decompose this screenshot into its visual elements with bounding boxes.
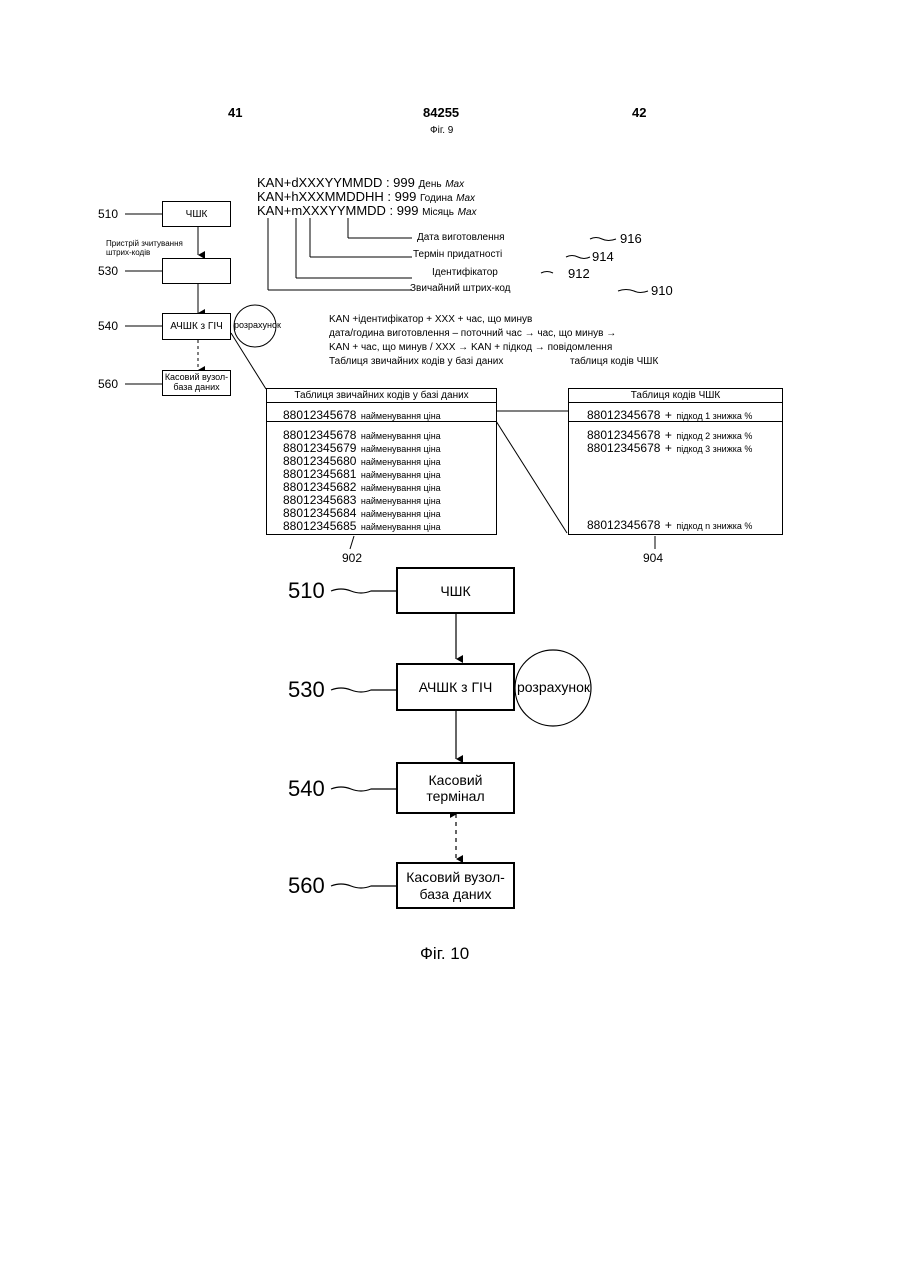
callout-manufacture-date: Дата виготовлення <box>417 233 505 243</box>
callout-shelf-life: Термін придатності <box>413 250 502 260</box>
ref-914: 914 <box>592 250 614 263</box>
process-line-1: KAN +ідентифікатор + XXX + час, що минув <box>329 315 532 325</box>
formula-label: День <box>419 179 442 190</box>
block-label: АЧШК з ГІЧ <box>170 321 223 332</box>
fig10-title: Фіг. 10 <box>420 945 469 962</box>
formula-label: Година <box>420 193 453 204</box>
block-label-line2: база даних <box>420 886 492 903</box>
reader-label: Пристрій зчитування штрих-кодів <box>106 240 183 258</box>
table-caption-right: таблиця кодів ЧШК <box>570 357 658 367</box>
formula-code: KAN+hXXXMMDDHH : 999 <box>257 189 416 204</box>
process-line-3: KAN + час, що минув / XXX → KAN + підкод… <box>329 343 612 353</box>
page-number-right: 42 <box>632 106 646 119</box>
chshk-codes-table: Таблиця кодів ЧШК 88012345678 + підкод 1… <box>568 388 783 535</box>
table-row: 88012345678 + підкод n знижка % <box>587 517 752 533</box>
row-code: 88012345678 <box>587 518 660 532</box>
row-plus: + <box>665 518 672 532</box>
fig10-block-achshk: АЧШК з ГІЧ <box>396 663 515 711</box>
fig10-block-pos-database: Касовий вузол- база даних <box>396 862 515 909</box>
process-line-2: дата/година виготовлення – поточний час … <box>329 329 616 339</box>
row-desc: найменування ціна <box>361 522 441 532</box>
callout-barcode: Звичайний штрих-код <box>410 284 511 294</box>
fig9-block-chshk: ЧШК <box>162 201 231 227</box>
block-label: АЧШК з ГІЧ <box>419 679 493 695</box>
fig9-circle-label: розрахунок <box>234 321 281 330</box>
ref-910: 910 <box>651 284 673 297</box>
fig10-ref-540: 540 <box>288 778 325 800</box>
formula-code: KAN+mXXXYYMMDD : 999 <box>257 203 418 218</box>
table-row: 88012345685 найменування ціна <box>283 518 441 534</box>
row-desc: підкод n знижка % <box>676 521 752 531</box>
fig9-block-achshk: АЧШК з ГІЧ <box>162 313 231 340</box>
ref-912: 912 <box>568 267 590 280</box>
row-desc: підкод 1 знижка % <box>676 411 752 421</box>
block-label: ЧШК <box>440 583 470 599</box>
block-label: ЧШК <box>186 209 208 220</box>
fig9-ref-510: 510 <box>98 208 118 220</box>
formula-day: KAN+dXXXYYMMDD : 999 День Max <box>257 176 464 190</box>
fig9-ref-560: 560 <box>98 378 118 390</box>
fig9-block-pos-database: Касовий вузол- база даних <box>162 370 231 396</box>
fig10-block-pos-terminal: Касовий термінал <box>396 762 515 814</box>
row-plus: + <box>665 441 672 455</box>
formula-month: KAN+mXXXYYMMDD : 999 Місяць Max <box>257 204 477 218</box>
document-number: 84255 <box>423 106 459 119</box>
page-number-left: 41 <box>228 106 242 119</box>
table-header: Таблиця звичайних кодів у базі даних <box>267 389 496 403</box>
fig9-ref-530: 530 <box>98 265 118 277</box>
reader-label-line2: штрих-кодів <box>106 249 183 258</box>
row-code: 88012345678 <box>587 408 660 422</box>
row-code: 88012345678 <box>283 408 356 422</box>
table-header: Таблиця кодів ЧШК <box>569 389 782 403</box>
fig10-block-chshk: ЧШК <box>396 567 515 614</box>
formula-code: KAN+dXXXYYMMDD : 999 <box>257 175 415 190</box>
table-row: 88012345678 + підкод 3 знижка % <box>587 440 752 456</box>
fig9-ref-540: 540 <box>98 320 118 332</box>
formula-hour: KAN+hXXXMMDDHH : 999 Година Max <box>257 190 475 204</box>
row-code: 88012345678 <box>587 441 660 455</box>
formula-label: Місяць <box>422 207 454 218</box>
regular-codes-table: Таблиця звичайних кодів у базі даних 880… <box>266 388 497 535</box>
table-row: 88012345678 найменування ціна <box>283 407 441 423</box>
table-caption-left: Таблиця звичайних кодів у базі даних <box>329 357 503 367</box>
ref-916: 916 <box>620 232 642 245</box>
ref-902: 902 <box>342 552 362 564</box>
row-desc: підкод 3 знижка % <box>676 444 752 454</box>
fig9-block-reader <box>162 258 231 284</box>
fig9-title: Фіг. 9 <box>430 126 453 136</box>
ref-904: 904 <box>643 552 663 564</box>
table-row: 88012345678 + підкод 1 знижка % <box>587 407 752 423</box>
row-desc: найменування ціна <box>361 411 441 421</box>
fig10-ref-530: 530 <box>288 679 325 701</box>
fig10-ref-510: 510 <box>288 580 325 602</box>
fig10-ref-560: 560 <box>288 875 325 897</box>
formula-max: Max <box>458 207 477 218</box>
formula-max: Max <box>456 193 475 204</box>
block-label-line2: база даних <box>173 383 219 393</box>
fig10-circle-label: розрахунок <box>517 680 590 694</box>
row-plus: + <box>665 408 672 422</box>
block-label: Касовий термінал <box>398 772 513 804</box>
callout-identifier: Ідентифікатор <box>432 268 498 278</box>
block-label-line1: Касовий вузол- <box>406 869 505 886</box>
row-code: 88012345685 <box>283 519 356 533</box>
